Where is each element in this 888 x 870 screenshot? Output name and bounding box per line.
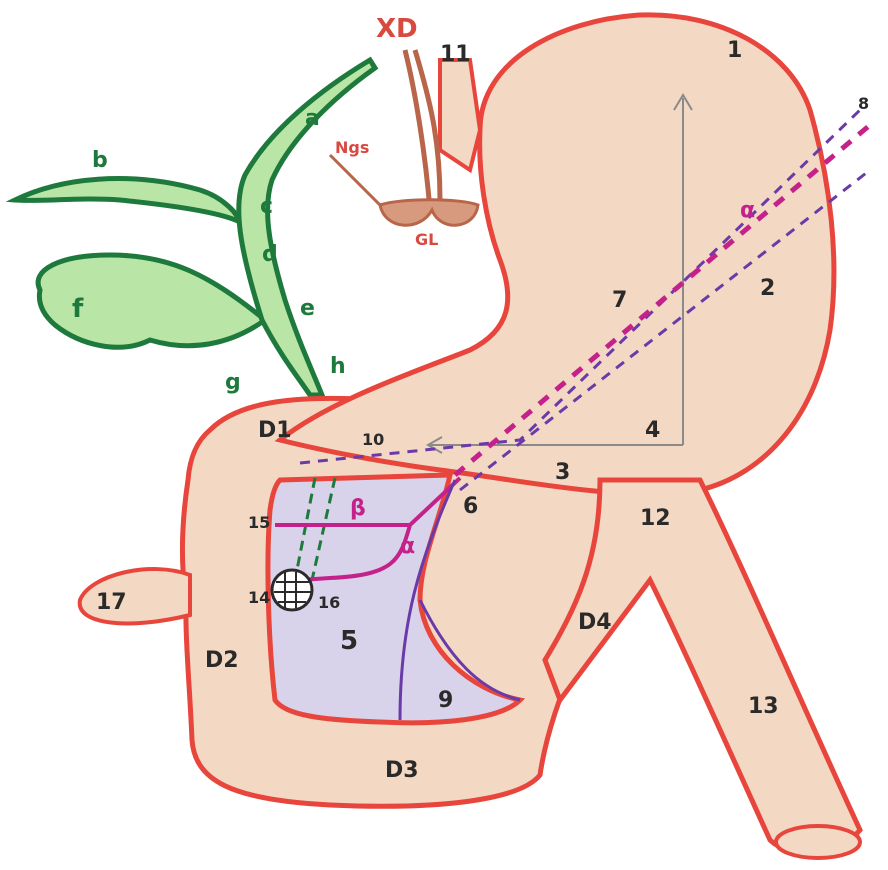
label-17: 17: [96, 592, 127, 614]
label-11: 11: [440, 44, 471, 66]
stomach-outline: [280, 15, 834, 494]
label-g: g: [225, 372, 241, 394]
label-6: 6: [463, 496, 478, 518]
label-4: 4: [645, 420, 660, 442]
label-1: 1: [727, 40, 742, 62]
label-f: f: [72, 296, 83, 322]
sphincter-16: [272, 570, 312, 610]
label-14: 14: [248, 590, 270, 606]
label-10: 10: [362, 432, 384, 448]
nerve-ngs: [330, 155, 385, 210]
label-beta: β: [350, 498, 366, 520]
label-d2: D2: [205, 650, 239, 672]
label-alpha-upper: α: [740, 200, 755, 222]
label-a: a: [305, 108, 320, 130]
label-3: 3: [555, 462, 570, 484]
label-d4: D4: [578, 612, 612, 634]
label-h: h: [330, 356, 346, 378]
jejunum-end: [776, 826, 860, 858]
label-2: 2: [760, 278, 775, 300]
label-d: d: [262, 244, 278, 266]
label-e: e: [300, 298, 315, 320]
label-gl: GL: [415, 232, 438, 248]
label-13: 13: [748, 696, 779, 718]
bile-duct-branch-b: [15, 179, 240, 222]
label-16: 16: [318, 595, 340, 611]
label-ngs: Ngs: [335, 140, 369, 156]
label-b: b: [92, 150, 108, 172]
label-d3: D3: [385, 760, 419, 782]
label-c: c: [260, 196, 273, 218]
label-15: 15: [248, 515, 270, 531]
esophagus: [440, 60, 480, 170]
label-xd: XD: [376, 16, 418, 42]
label-alpha-lower: α: [400, 536, 415, 558]
label-12: 12: [640, 508, 671, 530]
nerve-xd: [405, 50, 440, 210]
label-7: 7: [612, 290, 627, 312]
label-8: 8: [858, 96, 869, 112]
label-d1: D1: [258, 420, 292, 442]
label-9: 9: [438, 690, 453, 712]
ganglion-gl: [380, 200, 478, 225]
label-5: 5: [340, 628, 358, 654]
